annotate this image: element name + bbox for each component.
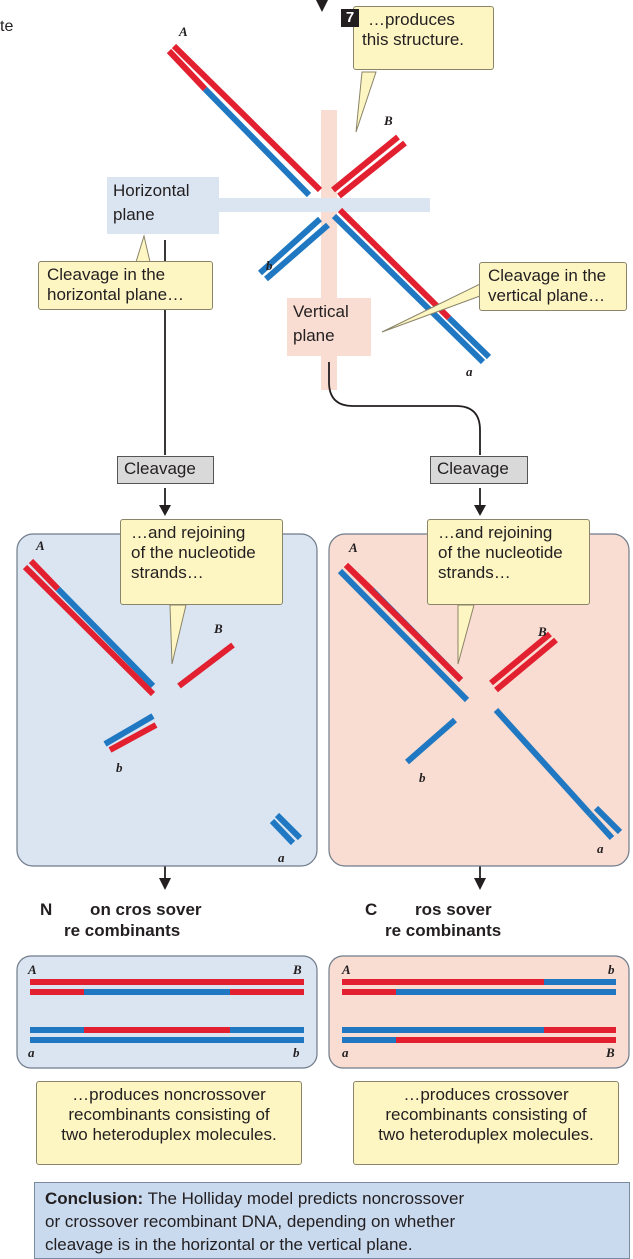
top-holliday-structure	[166, 43, 492, 365]
noncross-label-A: A	[28, 962, 37, 977]
label-A-top: A	[179, 24, 188, 39]
rejoin-callout-left: …and rejoining of the nucleotide strands…	[120, 519, 283, 605]
right-panel-strands	[337, 562, 623, 841]
step7-number: 7	[341, 9, 359, 27]
rejoin-callout-right: …and rejoining of the nucleotide strands…	[427, 519, 590, 605]
cross-molecules	[342, 979, 616, 1043]
rejoin-left-line2: of the nucleotide	[131, 543, 256, 562]
arrow-head	[159, 505, 171, 516]
step7-line1: …produces	[368, 10, 455, 29]
cross-label-b: b	[608, 962, 615, 977]
top-arrow-head	[316, 0, 328, 12]
cleave-h-line1: Cleavage in the	[47, 265, 166, 284]
arrow-head	[474, 505, 486, 516]
label-A-right: A	[349, 540, 358, 555]
cross-produces-line2: recombinants consisting of	[385, 1105, 587, 1124]
cleave-h-line2: horizontal plane…	[47, 285, 185, 304]
cross-produces-callout: …produces crossover recombinants consist…	[353, 1081, 619, 1165]
conclusion-line3: cleavage is in the horizontal or the ver…	[45, 1235, 413, 1254]
cross-label-a: a	[342, 1045, 349, 1060]
label-B-right: B	[538, 624, 547, 639]
horizontal-plane-line2: plane	[113, 205, 155, 224]
noncross-heading-line2: re combinants	[64, 921, 181, 940]
vertical-plane-line2: plane	[293, 326, 335, 345]
fragment-text: te	[0, 18, 14, 35]
rejoin-right-line1: …and rejoining	[438, 523, 553, 542]
conclusion-label: Conclusion:	[45, 1189, 144, 1208]
cleave-v-tail	[381, 283, 481, 333]
noncross-heading: N on cros sover re combinants	[40, 899, 290, 941]
noncross-produces-callout: …produces noncrossover recombinants cons…	[36, 1081, 302, 1165]
horizontal-plane-bar	[218, 198, 430, 212]
cleave-v-callout: Cleavage in the vertical plane…	[479, 262, 627, 311]
label-b-left: b	[116, 760, 123, 775]
left-panel-strands	[22, 558, 303, 846]
cross-label-A: A	[342, 962, 351, 977]
cleave-h-tail	[135, 234, 151, 263]
step7-line2: this structure.	[362, 30, 465, 49]
cross-box	[328, 955, 630, 1069]
label-B-top: B	[384, 113, 393, 128]
rejoin-left-line1: …and rejoining	[131, 523, 246, 542]
cross-heading-line2: re combinants	[385, 921, 502, 940]
rejoin-right-line2: of the nucleotide	[438, 543, 563, 562]
cleave-v-line1: Cleavage in the	[488, 266, 607, 285]
label-a-right: a	[597, 841, 604, 856]
vertical-plane-line1: Vertical	[293, 302, 349, 321]
cross-label-B: B	[606, 1045, 615, 1060]
label-A-left: A	[36, 538, 45, 553]
conclusion-box: Conclusion: The Holliday model predicts …	[34, 1182, 630, 1259]
cleave-h-callout: Cleavage in the horizontal plane…	[38, 261, 213, 310]
rejoin-left-line3: strands…	[131, 563, 204, 582]
cleavage-box-right: Cleavage	[430, 456, 528, 484]
noncross-produces-line1: …produces noncrossover	[72, 1085, 266, 1104]
cross-produces-line1: …produces crossover	[403, 1085, 569, 1104]
horizontal-plane-label: Horizontal plane	[107, 177, 219, 234]
noncross-label-b: b	[293, 1045, 300, 1060]
rejoin-right-line3: strands…	[438, 563, 511, 582]
label-a-top: a	[466, 364, 473, 379]
step7-tail	[355, 71, 377, 133]
cleavage-box-left: Cleavage	[117, 456, 214, 484]
rejoin-tail-left	[169, 604, 187, 665]
noncross-produces-line3: two heteroduplex molecules.	[61, 1125, 277, 1144]
label-b-top: b	[266, 258, 273, 273]
label-b-right: b	[419, 770, 426, 785]
rejoin-tail-right	[457, 604, 475, 665]
arrow-head	[159, 878, 171, 890]
noncross-label-B: B	[293, 962, 302, 977]
vertical-plane-label: Vertical plane	[287, 298, 371, 356]
conclusion-line1: The Holliday model predicts noncrossover	[143, 1189, 465, 1208]
label-B-left: B	[214, 621, 223, 636]
cleave-v-line2: vertical plane…	[488, 286, 606, 305]
horizontal-plane-line1: Horizontal	[113, 181, 190, 200]
noncross-heading-line1: N on cros sover	[40, 900, 202, 919]
cross-heading: C ros sover re combinants	[365, 899, 615, 941]
cross-produces-line3: two heteroduplex molecules.	[378, 1125, 594, 1144]
noncross-box	[16, 955, 318, 1069]
arrow-head	[474, 878, 486, 890]
conclusion-line2: or crossover recombinant DNA, depending …	[45, 1212, 456, 1231]
step7-callout: 7 …produces this structure.	[341, 6, 494, 70]
noncross-label-a: a	[28, 1045, 35, 1060]
noncross-produces-line2: recombinants consisting of	[68, 1105, 270, 1124]
cross-heading-line1: C ros sover	[365, 900, 492, 919]
label-a-left: a	[278, 850, 285, 865]
noncross-molecules	[30, 979, 304, 1043]
